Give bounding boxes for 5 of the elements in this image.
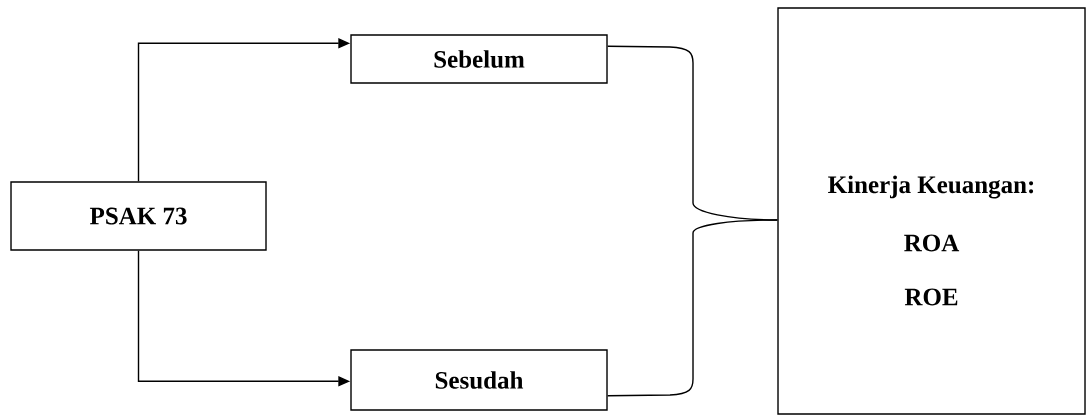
connector-line <box>607 219 778 397</box>
process-box: Sebelum <box>350 34 608 84</box>
process-box: PSAK 73 <box>10 181 267 251</box>
process-box: Sesudah <box>350 349 608 411</box>
result-box: Kinerja Keuangan: ROA ROE <box>777 7 1086 415</box>
